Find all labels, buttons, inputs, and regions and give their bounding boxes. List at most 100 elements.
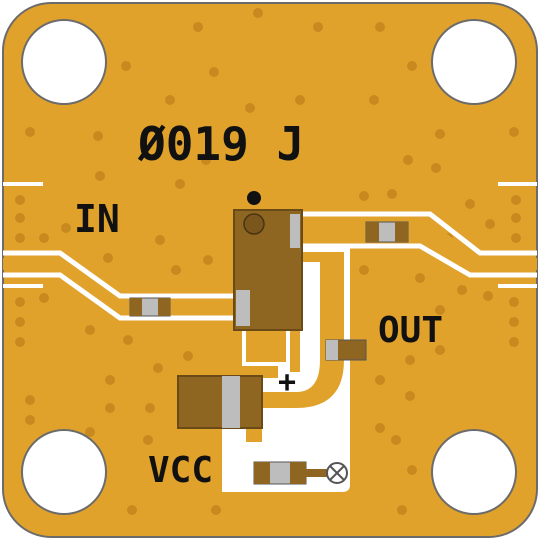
- input-trace-lower-gap: [3, 272, 240, 321]
- pin1-marker-dot: [247, 191, 261, 205]
- via: [211, 505, 221, 515]
- via: [387, 189, 397, 199]
- output-cap-end-left: [366, 222, 379, 242]
- via: [171, 265, 181, 275]
- via: [61, 223, 71, 233]
- ic-pin1-indent: [243, 213, 265, 235]
- input-cap-end-right: [158, 298, 170, 316]
- polarity-plus-label: +: [278, 365, 296, 400]
- input-cap-end-left: [130, 298, 142, 316]
- test-point-cross: [329, 465, 345, 481]
- via: [295, 95, 305, 105]
- mounting-hole-bottom-right: [431, 429, 517, 515]
- supply-lead: [306, 469, 330, 477]
- via: [435, 129, 445, 139]
- tantalum-body: [177, 375, 263, 429]
- vcc-label: VCC: [148, 450, 213, 491]
- input-trace-upper-gap: [3, 250, 240, 299]
- via: [105, 375, 115, 385]
- via: [405, 355, 415, 365]
- via: [103, 253, 113, 263]
- input-capacitor: [129, 297, 171, 317]
- via: [25, 127, 35, 137]
- output-port-label: OUT: [378, 310, 443, 351]
- via: [15, 195, 25, 205]
- via: [143, 435, 153, 445]
- via: [93, 131, 103, 141]
- via: [483, 291, 493, 301]
- via: [145, 403, 155, 413]
- output-center-conductor: [300, 219, 537, 270]
- input-center-conductor: [3, 258, 240, 313]
- output-cap-end-right: [395, 222, 408, 242]
- tantalum-capacitor: [177, 375, 263, 429]
- via: [39, 293, 49, 303]
- via: [511, 195, 521, 205]
- via: [15, 233, 25, 243]
- via: [369, 95, 379, 105]
- bias-feed-line: [290, 330, 300, 372]
- via: [375, 423, 385, 433]
- via: [253, 8, 263, 18]
- via: [375, 22, 385, 32]
- part-marking-label: Ø019 J: [137, 117, 304, 171]
- tantalum-stripe: [222, 376, 240, 428]
- via: [511, 233, 521, 243]
- via: [435, 305, 445, 315]
- supply-test-point: [326, 462, 348, 484]
- via: [15, 297, 25, 307]
- via: [435, 345, 445, 355]
- via: [127, 505, 137, 515]
- output-capacitor: [365, 221, 409, 243]
- via: [123, 335, 133, 345]
- via: [407, 61, 417, 71]
- output-trace-upper-gap: [300, 211, 537, 256]
- via: [509, 127, 519, 137]
- via: [403, 155, 413, 165]
- ic-input-pad: [236, 290, 250, 326]
- via: [183, 351, 193, 361]
- ic-output-pad: [290, 214, 300, 248]
- supply-resistor: [253, 461, 307, 485]
- via: [121, 61, 131, 71]
- resistor-end-left: [254, 462, 270, 484]
- via: [509, 297, 519, 307]
- bias-capacitor: [325, 339, 367, 361]
- via: [15, 337, 25, 347]
- input-edge-gap-bottom: [3, 284, 43, 288]
- via: [397, 505, 407, 515]
- via: [245, 103, 255, 113]
- via: [509, 317, 519, 327]
- via: [25, 395, 35, 405]
- via: [203, 255, 213, 265]
- resistor-end-right: [290, 462, 306, 484]
- mounting-hole-bottom-left: [21, 429, 107, 515]
- via: [95, 171, 105, 181]
- via: [509, 337, 519, 347]
- via: [175, 179, 185, 189]
- via: [359, 265, 369, 275]
- input-edge-gap-top: [3, 182, 43, 186]
- via: [165, 95, 175, 105]
- via: [15, 213, 25, 223]
- input-port-label: IN: [74, 197, 120, 241]
- output-trace-lower-gap: [300, 243, 537, 278]
- bias-line: [300, 252, 344, 262]
- via: [153, 363, 163, 373]
- bias-cap-end: [326, 340, 338, 360]
- via: [415, 273, 425, 283]
- output-edge-gap-bottom: [498, 284, 537, 288]
- via: [359, 191, 369, 201]
- via: [15, 317, 25, 327]
- via: [39, 233, 49, 243]
- via: [391, 435, 401, 445]
- via: [85, 325, 95, 335]
- via: [407, 465, 417, 475]
- via: [431, 163, 441, 173]
- via: [25, 415, 35, 425]
- via: [209, 67, 219, 77]
- mounting-holes: [21, 19, 517, 515]
- via: [155, 235, 165, 245]
- via: [201, 155, 211, 165]
